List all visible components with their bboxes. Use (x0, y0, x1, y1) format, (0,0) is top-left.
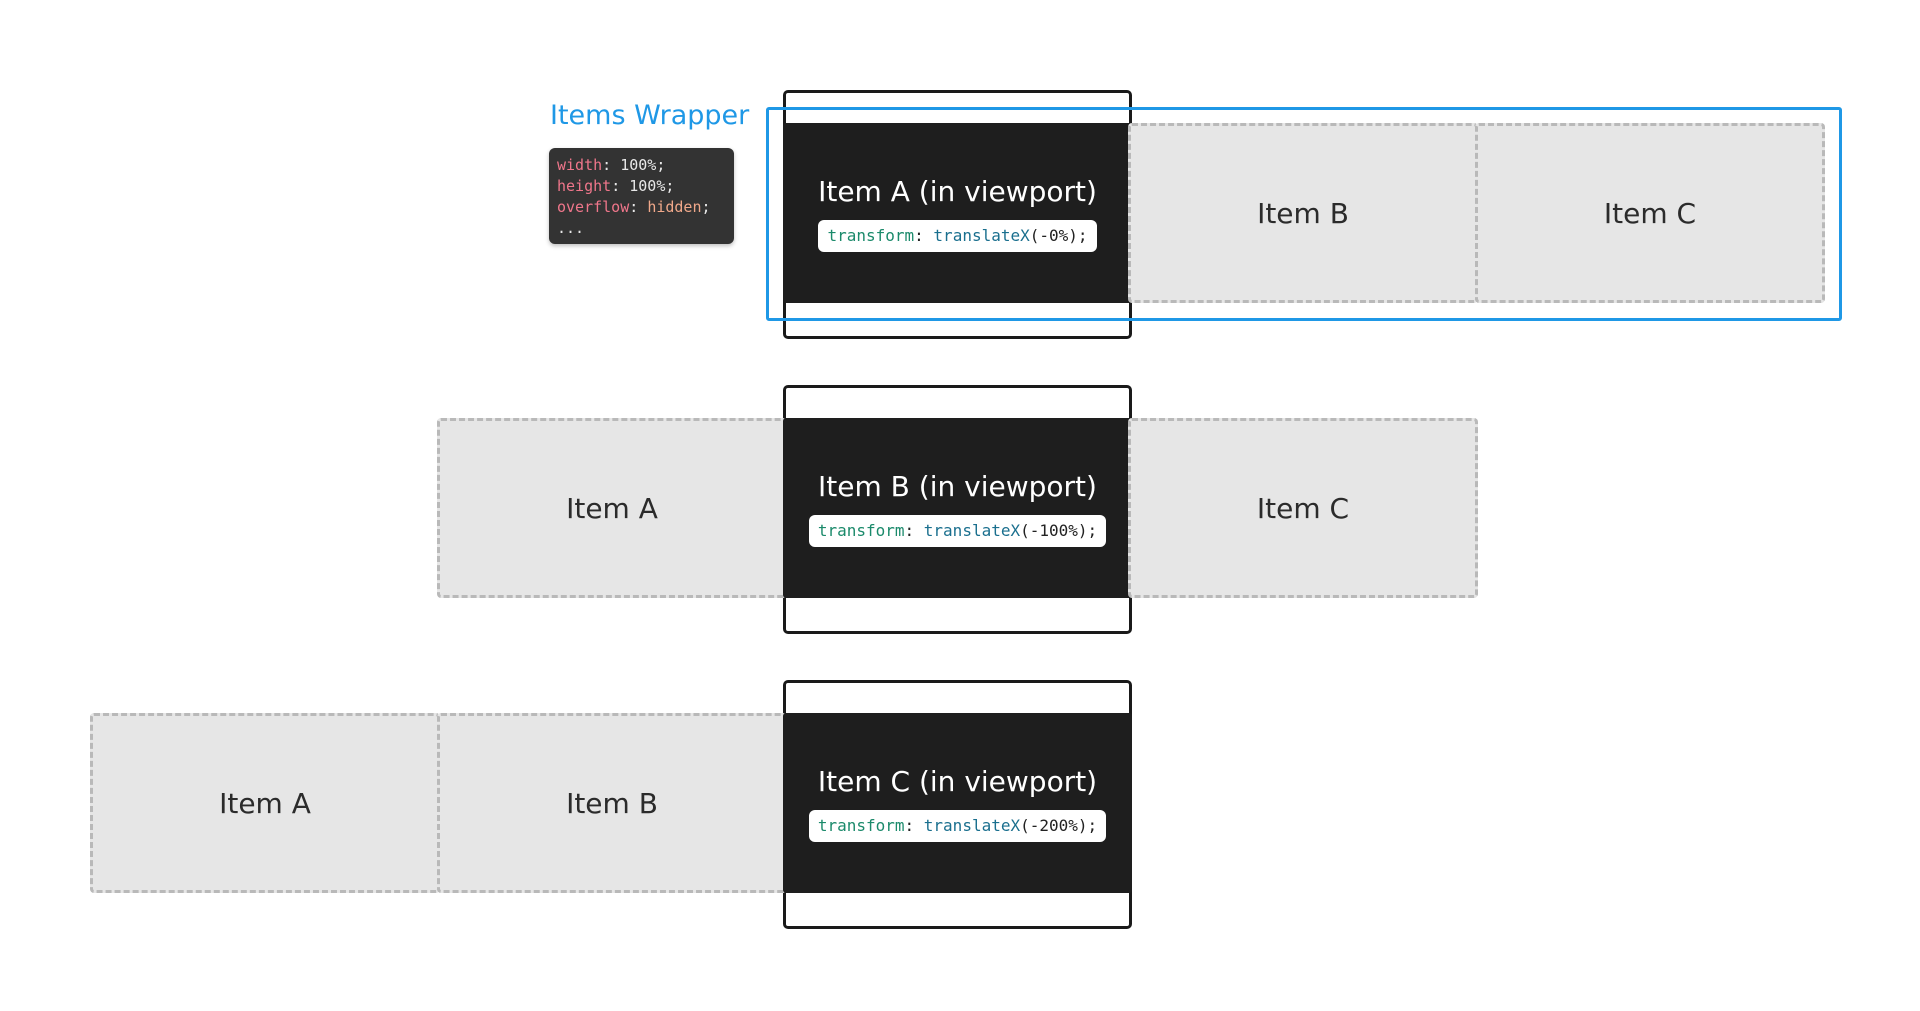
row-1-item-b: Item B (1128, 123, 1478, 303)
css-line-width: width: 100%; (557, 156, 666, 174)
item-label: Item C (1603, 196, 1697, 230)
item-label: Item B (566, 786, 658, 820)
row-2-item-a: Item A (437, 418, 787, 598)
transform-code: transform: translateX(-100%); (808, 514, 1107, 547)
row-2-item-b: Item B (in viewport) transform: translat… (783, 418, 1132, 598)
items-wrapper-outline (766, 107, 1842, 321)
css-line-height: height: 100%; (557, 177, 675, 195)
item-label: Item B (in viewport) (818, 469, 1097, 503)
row-3-item-a: Item A (90, 713, 440, 893)
item-label: Item C (1256, 491, 1350, 525)
row-1-item-c: Item C (1475, 123, 1825, 303)
row-1-item-a: Item A (in viewport) transform: translat… (783, 123, 1132, 303)
row-3-item-b: Item B (437, 713, 787, 893)
transform-code: transform: translateX(-200%); (808, 809, 1107, 842)
item-label: Item C (in viewport) (817, 764, 1098, 798)
css-line-overflow: overflow: hidden; (557, 198, 711, 216)
item-label: Item A (219, 786, 311, 820)
css-line-ellipsis: ... (557, 219, 585, 237)
row-2-item-c: Item C (1128, 418, 1478, 598)
item-label: Item B (1257, 196, 1349, 230)
items-wrapper-title: Items Wrapper (550, 100, 750, 131)
item-label: Item A (in viewport) (818, 174, 1097, 208)
row-3-item-c: Item C (in viewport) transform: translat… (783, 713, 1132, 893)
item-label: Item A (566, 491, 658, 525)
wrapper-css-snippet: width: 100%; height: 100%; overflow: hid… (549, 148, 734, 244)
transform-code: transform: translateX(-0%); (818, 219, 1097, 252)
